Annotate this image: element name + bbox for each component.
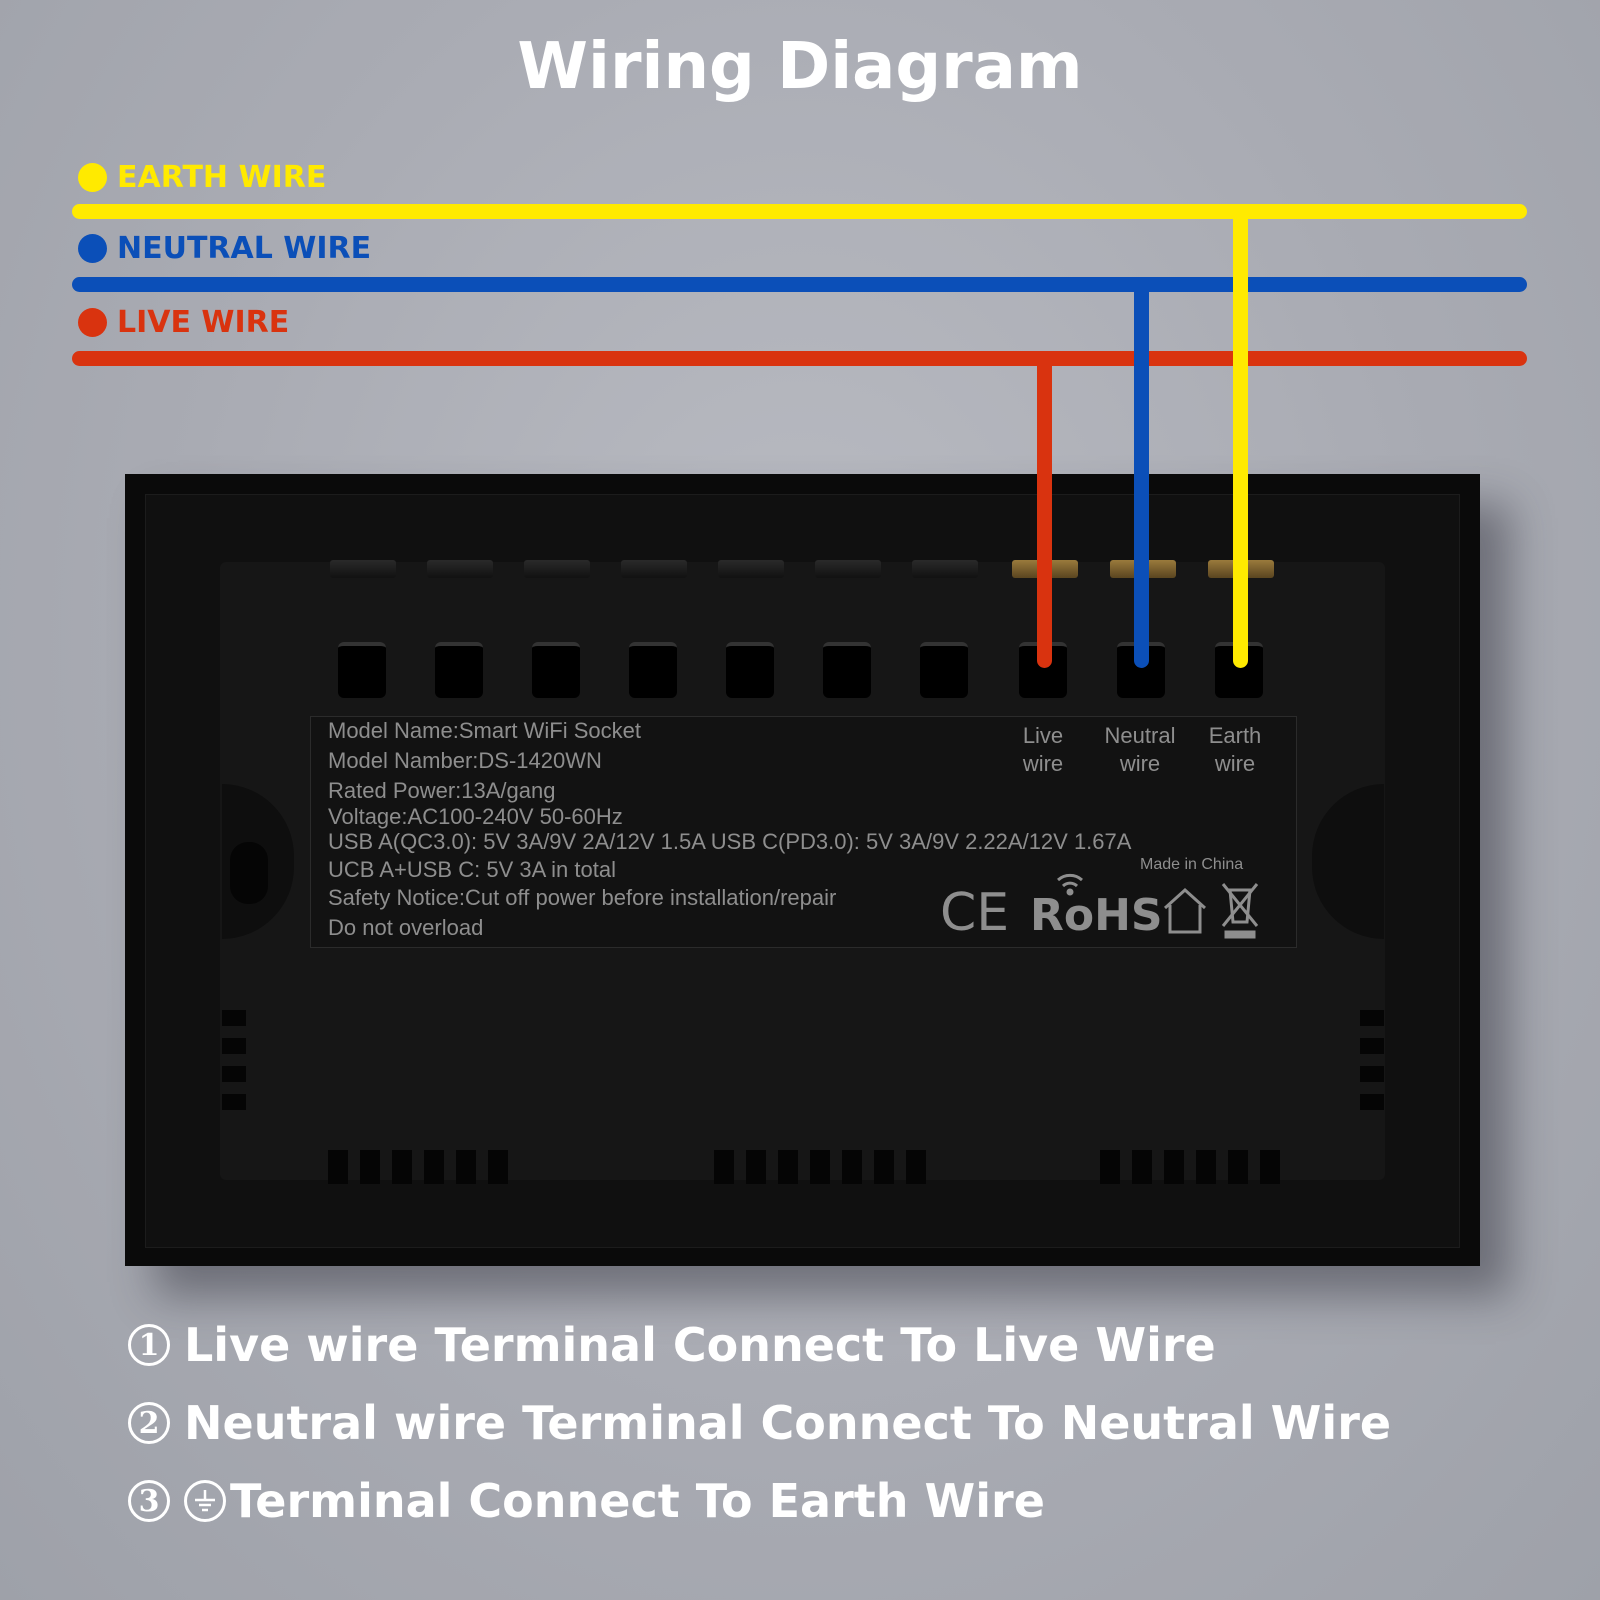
step-text: Live wire Terminal Connect To Live Wire (184, 1318, 1216, 1372)
side-vent (222, 1066, 246, 1082)
spec-usb-total: UCB A+USB C: 5V 3A in total (328, 857, 616, 882)
earth-label-line1: Earth (1208, 723, 1262, 748)
terminal-hole (629, 642, 677, 698)
top-slot (815, 560, 881, 578)
page-title: Wiring Diagram (517, 30, 1083, 104)
earth-ground-icon (184, 1480, 226, 1522)
side-vent (1360, 1094, 1384, 1110)
step-number: 2 (128, 1402, 170, 1444)
live-terminal-label: Live wire (988, 722, 1098, 778)
legend-neutral-label: NEUTRAL WIRE (117, 231, 372, 266)
screw-slot (230, 842, 268, 904)
neutral-dot-icon (78, 234, 107, 263)
legend-earth: EARTH WIRE (78, 160, 326, 195)
spec-usb: USB A(QC3.0): 5V 3A/9V 2A/12V 1.5A USB C… (328, 829, 1132, 854)
earth-terminal-label: Earth wire (1180, 722, 1290, 778)
bottom-vents-right (1100, 1150, 1280, 1184)
ce-mark: CE (940, 883, 1009, 940)
live-label-line1: Live (1022, 723, 1064, 748)
top-slot (621, 560, 687, 578)
certification-marks: CE RoHS (940, 873, 1259, 940)
made-in-label: Made in China (1140, 856, 1244, 873)
neutral-label-line1: Neutral (1104, 723, 1176, 748)
neutral-drop-wire (1134, 284, 1149, 668)
neutral-terminal-label: Neutral wire (1085, 722, 1195, 778)
legend-live-label: LIVE WIRE (117, 305, 290, 340)
spec-rated-power: Rated Power:13A/gang (328, 778, 556, 803)
neutral-bus-wire (72, 277, 1527, 292)
legend-live: LIVE WIRE (78, 305, 289, 340)
neutral-label-line2: wire (1119, 751, 1161, 776)
home-icon (1163, 887, 1207, 934)
earth-dot-icon (78, 163, 107, 192)
step-text: Terminal Connect To Earth Wire (230, 1474, 1045, 1528)
side-vent (1360, 1038, 1384, 1054)
side-vent (222, 1038, 246, 1054)
step-1: 1 Live wire Terminal Connect To Live Wir… (128, 1318, 1216, 1372)
spec-model-name: Model Name:Smart WiFi Socket (328, 718, 641, 743)
earth-drop-wire (1233, 211, 1248, 668)
spec-model-number: Model Namber:DS-1420WN (328, 748, 602, 773)
live-label-line2: wire (1022, 751, 1064, 776)
top-slot (912, 560, 978, 578)
terminal-hole (920, 642, 968, 698)
side-vent (1360, 1010, 1384, 1026)
spec-voltage: Voltage:AC100-240V 50-60Hz (328, 804, 623, 829)
side-vent (222, 1010, 246, 1026)
weee-bin-icon (1221, 883, 1259, 939)
earth-bus-wire (72, 204, 1527, 219)
step-number: 3 (128, 1480, 170, 1522)
step-number: 1 (128, 1324, 170, 1366)
side-vent (222, 1094, 246, 1110)
live-dot-icon (78, 308, 107, 337)
live-drop-wire (1037, 358, 1052, 668)
spec-safety: Safety Notice:Cut off power before insta… (328, 885, 837, 910)
rohs-mark: RoHS (1030, 890, 1163, 940)
side-vent (1360, 1066, 1384, 1082)
bottom-vents-center (714, 1150, 926, 1184)
legend-earth-label: EARTH WIRE (117, 160, 327, 195)
terminal-hole (823, 642, 871, 698)
top-slot (524, 560, 590, 578)
terminal-hole (435, 642, 483, 698)
top-slot (718, 560, 784, 578)
live-bus-wire (72, 351, 1527, 366)
step-text: Neutral wire Terminal Connect To Neutral… (184, 1396, 1392, 1450)
step-2: 2 Neutral wire Terminal Connect To Neutr… (128, 1396, 1391, 1450)
spec-label (310, 716, 1297, 948)
bottom-vents-left (328, 1150, 508, 1184)
step-3: 3 Terminal Connect To Earth Wire (128, 1474, 1045, 1528)
terminal-hole (532, 642, 580, 698)
wifi-icon (1057, 873, 1083, 896)
legend-neutral: NEUTRAL WIRE (78, 231, 371, 266)
terminal-hole (338, 642, 386, 698)
top-slot (427, 560, 493, 578)
spec-overload: Do not overload (328, 915, 484, 940)
top-slot (330, 560, 396, 578)
terminal-hole (726, 642, 774, 698)
earth-label-line2: wire (1214, 751, 1256, 776)
